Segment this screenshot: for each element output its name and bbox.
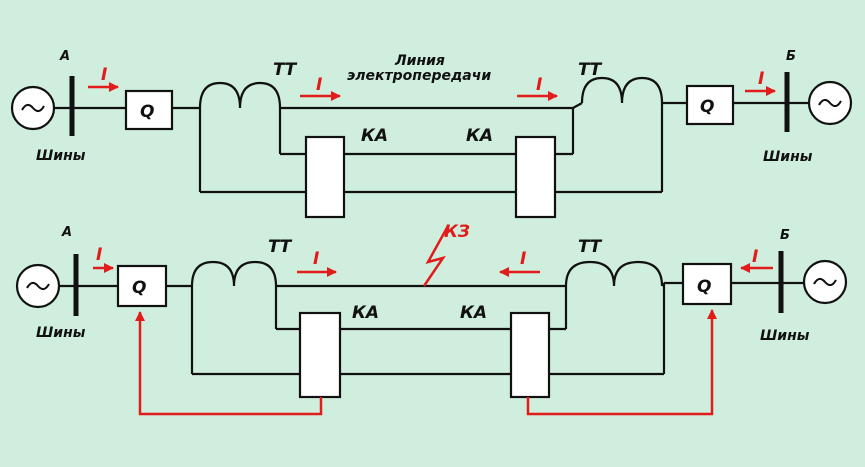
generator-icon [807, 80, 853, 126]
breaker-label: Q [132, 278, 146, 298]
trip-signal-line-right [526, 309, 717, 416]
current-label: I [316, 75, 322, 95]
breaker-box [116, 264, 168, 308]
trip-signal-line-left [135, 311, 323, 416]
current-label: I [313, 249, 319, 269]
breaker-box [681, 262, 733, 306]
current-label: I [101, 65, 107, 85]
relay-box [298, 311, 342, 399]
breaker-box [124, 89, 174, 131]
short-circuit-bolt [422, 225, 450, 287]
relay-label: КА [466, 126, 493, 146]
current-transformer-winding [564, 260, 664, 287]
bus-b-label: Б [780, 228, 790, 243]
busbars-label: Шины [36, 325, 86, 341]
ct-label: ТТ [273, 60, 298, 80]
busbars-label: Шины [36, 148, 86, 164]
bus-a-label: А [59, 49, 70, 64]
bus-b-label: Б [786, 49, 796, 64]
generator-icon [10, 85, 56, 131]
generator-icon [15, 263, 61, 309]
breaker-box [685, 84, 735, 126]
current-arrows-bottom [93, 225, 773, 416]
ct-label: ТТ [268, 237, 293, 257]
current-label: I [96, 245, 102, 265]
breaker-label: Q [700, 97, 714, 117]
ct-label: ТТ [578, 237, 603, 257]
scheme-normal [10, 72, 853, 219]
scheme-fault [15, 251, 848, 399]
current-transformer-winding [198, 81, 282, 109]
relay-label: КА [361, 126, 388, 146]
relay-box [509, 311, 551, 399]
current-label: I [752, 247, 758, 267]
line-label-1: Линия [394, 53, 445, 69]
busbars-label: Шины [763, 149, 813, 165]
ct-label: ТТ [578, 60, 603, 80]
busbars-label: Шины [760, 328, 810, 344]
current-arrows-top [88, 82, 776, 101]
breaker-label: Q [140, 102, 154, 122]
generator-icon [802, 259, 848, 305]
current-label: I [520, 249, 526, 269]
current-label: I [536, 75, 542, 95]
bus-a-label: А [61, 225, 72, 240]
current-transformer-winding [580, 76, 664, 104]
current-label: I [758, 69, 764, 89]
relay-box [514, 135, 557, 219]
relay-label: КА [352, 303, 379, 323]
line-label-2: электропередачи [347, 68, 491, 84]
current-transformer-winding [190, 260, 278, 287]
relay-label: КА [460, 303, 487, 323]
relay-box [304, 135, 346, 219]
breaker-label: Q [697, 277, 711, 297]
short-circuit-label: КЗ [444, 222, 470, 242]
